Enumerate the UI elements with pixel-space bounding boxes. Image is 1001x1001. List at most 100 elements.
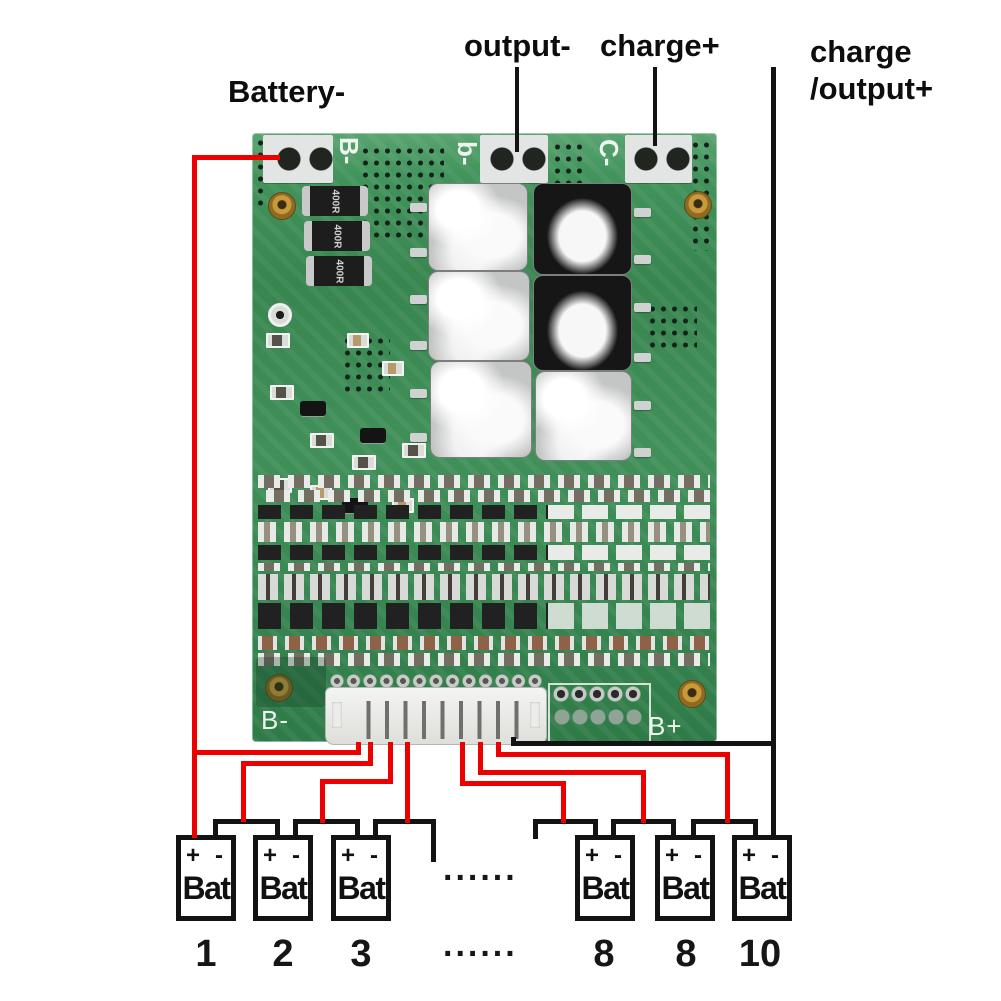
mosfet-thermal-paste: [535, 371, 632, 461]
minus-terminal: -: [771, 842, 779, 869]
smd-transistor: [360, 428, 386, 443]
battery-cell-1: + - Bat: [176, 835, 236, 921]
pointer-line-charge-plus: [653, 67, 657, 146]
label-battery-minus: Battery-: [228, 74, 346, 109]
smd-row: [258, 475, 710, 488]
cell-number-3: 3: [350, 933, 372, 975]
battery-cell-2: + - Bat: [253, 835, 313, 921]
wire-balance-1: [192, 750, 361, 755]
label-output-minus: output-: [464, 28, 571, 63]
component-lead: [634, 255, 651, 264]
cell-link-leg: [431, 819, 436, 862]
terminal-pad-output-minus: [480, 135, 548, 183]
transistor-row: [258, 545, 548, 560]
connector-tab: [332, 702, 342, 728]
battery-label: Bat: [581, 870, 630, 906]
resistor-row: [258, 574, 710, 600]
aux-pin-row: [553, 686, 643, 702]
aux-pad-row: [553, 707, 643, 727]
wire-balance-3-drop: [320, 779, 325, 823]
pcb-dark-patch: [256, 657, 326, 707]
empty-pad-row: [548, 545, 710, 560]
wire-balance-7-drop: [725, 752, 730, 823]
mosfet-black: [533, 183, 632, 275]
cell-number-10: 10: [738, 933, 782, 975]
mosfet-thermal-paste: [430, 361, 532, 458]
silkscreen-b-minus-bottom: B-: [261, 705, 289, 735]
wire-charge-output-plus-horizontal: [511, 741, 776, 746]
wire-balance-7-stub: [496, 742, 501, 757]
battery-label: Bat: [661, 870, 710, 906]
standoff-screw: [684, 191, 712, 219]
smd-row: [258, 653, 710, 666]
cell-link-leg: [293, 819, 298, 837]
bms-pcb-board: B- b- C- 400R 400R 400R: [252, 133, 717, 745]
battery-label: Bat: [182, 870, 231, 906]
label-charge-output-line1: charge: [810, 34, 912, 69]
cell-link-leg: [691, 819, 696, 837]
silkscreen-b-minus-top: B-: [334, 137, 364, 165]
cell-number-2: 2: [272, 933, 294, 975]
cell-link-wire: [691, 819, 758, 824]
transistor-row: [258, 603, 548, 629]
standoff-screw: [265, 674, 293, 702]
smd-resistor: [347, 333, 369, 348]
battery-cell-3: + - Bat: [331, 835, 391, 921]
cell-link-leg: [593, 819, 598, 837]
plus-terminal: +: [742, 842, 757, 869]
component-lead: [634, 353, 651, 362]
standoff-screw: [268, 192, 296, 220]
component-lead: [410, 389, 427, 398]
wire-balance-3: [320, 779, 393, 784]
cell-link-leg: [753, 819, 758, 837]
wire-balance-6: [478, 770, 646, 775]
minus-terminal: -: [292, 842, 300, 869]
wire-balance-3-stub: [388, 742, 393, 784]
cell-link-wire: [213, 819, 280, 824]
transistor-row: [258, 505, 548, 519]
component-lead: [634, 401, 651, 410]
minus-terminal: -: [614, 842, 622, 869]
label-charge-output-line2: /output+: [810, 71, 934, 106]
connector-slots: [352, 701, 530, 739]
minus-terminal: -: [215, 842, 223, 869]
balance-connector: [325, 687, 547, 745]
cell-link-leg: [275, 819, 280, 837]
wire-battery-minus-vertical: [192, 155, 197, 838]
plus-terminal: +: [186, 842, 201, 869]
plus-terminal: +: [665, 842, 680, 869]
component-lead: [410, 203, 427, 212]
wire-balance-5: [460, 781, 566, 786]
empty-pad-row: [548, 603, 710, 629]
component-lead: [410, 248, 427, 257]
cell-link-leg: [671, 819, 676, 837]
cell-link-leg: [355, 819, 360, 837]
cell-link-wire: [293, 819, 360, 824]
standoff-screw: [678, 680, 706, 708]
mosfet-black: [533, 275, 632, 371]
component-lead: [410, 295, 427, 304]
minus-terminal: -: [370, 842, 378, 869]
cell-number-8b: 8: [675, 933, 697, 975]
cell-link-leg: [213, 819, 218, 837]
wire-balance-5-drop: [561, 781, 566, 823]
cell-link-leg: [611, 819, 616, 837]
ellipsis-cells: ......: [443, 850, 518, 888]
mosfet-thermal-paste: [428, 183, 528, 271]
empty-pad-row: [548, 505, 710, 519]
battery-label: Bat: [337, 870, 386, 906]
silkscreen-b-minus-small: b-: [452, 141, 482, 166]
component-lead: [634, 303, 651, 312]
wire-charge-output-plus-stub: [511, 737, 516, 746]
smd-resistor: [270, 385, 294, 400]
shunt-resistor: 400R: [306, 256, 372, 286]
wire-battery-minus-horizontal: [192, 155, 280, 160]
wire-balance-2-drop: [241, 761, 246, 822]
smd-transistor: [300, 401, 326, 416]
component-lead: [410, 433, 427, 442]
minus-terminal: -: [694, 842, 702, 869]
smd-resistor: [266, 333, 290, 348]
connector-pins: [330, 674, 544, 689]
wire-balance-2: [241, 761, 373, 766]
smd-resistor: [352, 455, 376, 470]
